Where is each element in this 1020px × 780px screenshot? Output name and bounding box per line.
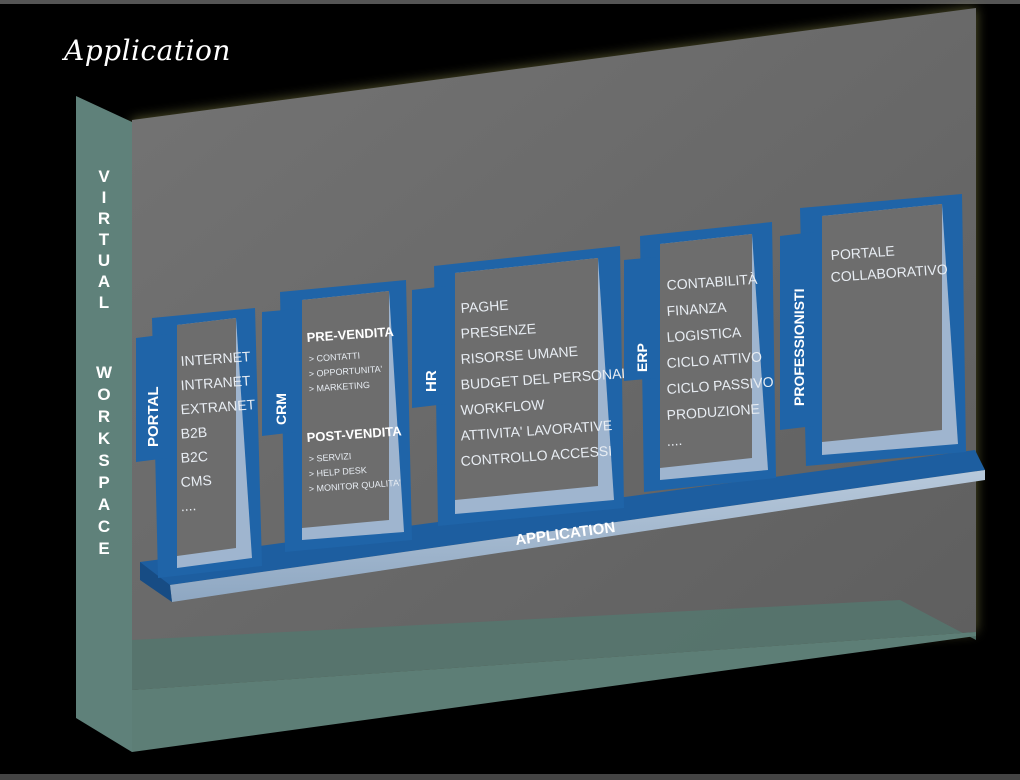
erp-item: FINANZA bbox=[666, 299, 728, 319]
erp-tab-label: ERP bbox=[634, 343, 650, 372]
professionisti-tab-label: PROFESSIONISTI bbox=[791, 289, 807, 406]
portal-item: INTRANET bbox=[180, 372, 251, 393]
portal-tab-label: PORTAL bbox=[145, 386, 162, 447]
page-title: Application bbox=[64, 34, 231, 67]
bottom-border bbox=[0, 774, 1020, 780]
hr-item: WORKFLOW bbox=[460, 396, 546, 418]
crm-pre-item: > MARKETING bbox=[308, 380, 370, 394]
portal-item: EXTRANET bbox=[180, 396, 256, 417]
application-shelf: APPLICATION bbox=[140, 450, 985, 602]
erp-item: .... bbox=[666, 432, 683, 449]
crm-post-item: > HELP DESK bbox=[308, 465, 367, 479]
hr-item: PRESENZE bbox=[460, 320, 536, 341]
side-wall bbox=[76, 96, 132, 752]
portal-item: B2C bbox=[180, 448, 208, 466]
crm-post-item: > SERVIZI bbox=[308, 451, 351, 464]
crm-pre-heading: PRE-VENDITA bbox=[306, 324, 395, 345]
erp-item: CONTABILITÀ bbox=[666, 271, 758, 293]
crm-tab-label: CRM bbox=[273, 393, 289, 425]
portal-module: PORTAL INTERNET INTRANET EXTRANET B2B B2C CMS… bbox=[136, 308, 262, 578]
floor bbox=[76, 600, 976, 748]
portal-item: CMS bbox=[180, 472, 212, 490]
erp-module: ERP CONTABILITÀ FINANZA LOGISTICA CICLO ATT… bbox=[624, 222, 776, 492]
professionisti-item: PORTALE bbox=[830, 243, 895, 263]
top-border bbox=[0, 0, 1020, 4]
crm-post-heading: POST-VENDITA bbox=[306, 423, 403, 445]
portal-item: B2B bbox=[180, 424, 208, 442]
hr-item: PAGHE bbox=[460, 297, 509, 316]
erp-item: LOGISTICA bbox=[666, 324, 742, 345]
erp-item: CICLO ATTIVO bbox=[666, 348, 762, 371]
erp-item: PRODUZIONE bbox=[666, 401, 760, 423]
erp-item: CICLO PASSIVO bbox=[666, 374, 774, 397]
crm-pre-item: > CONTATTI bbox=[308, 350, 360, 364]
crm-module: CRM PRE-VENDITA> CONTATTI> OPPORTUNITA'>… bbox=[262, 280, 412, 552]
hr-tab-label: HR bbox=[423, 370, 440, 392]
portal-item: INTERNET bbox=[180, 348, 251, 369]
floor-front bbox=[132, 632, 976, 752]
portal-item: .... bbox=[180, 497, 197, 514]
